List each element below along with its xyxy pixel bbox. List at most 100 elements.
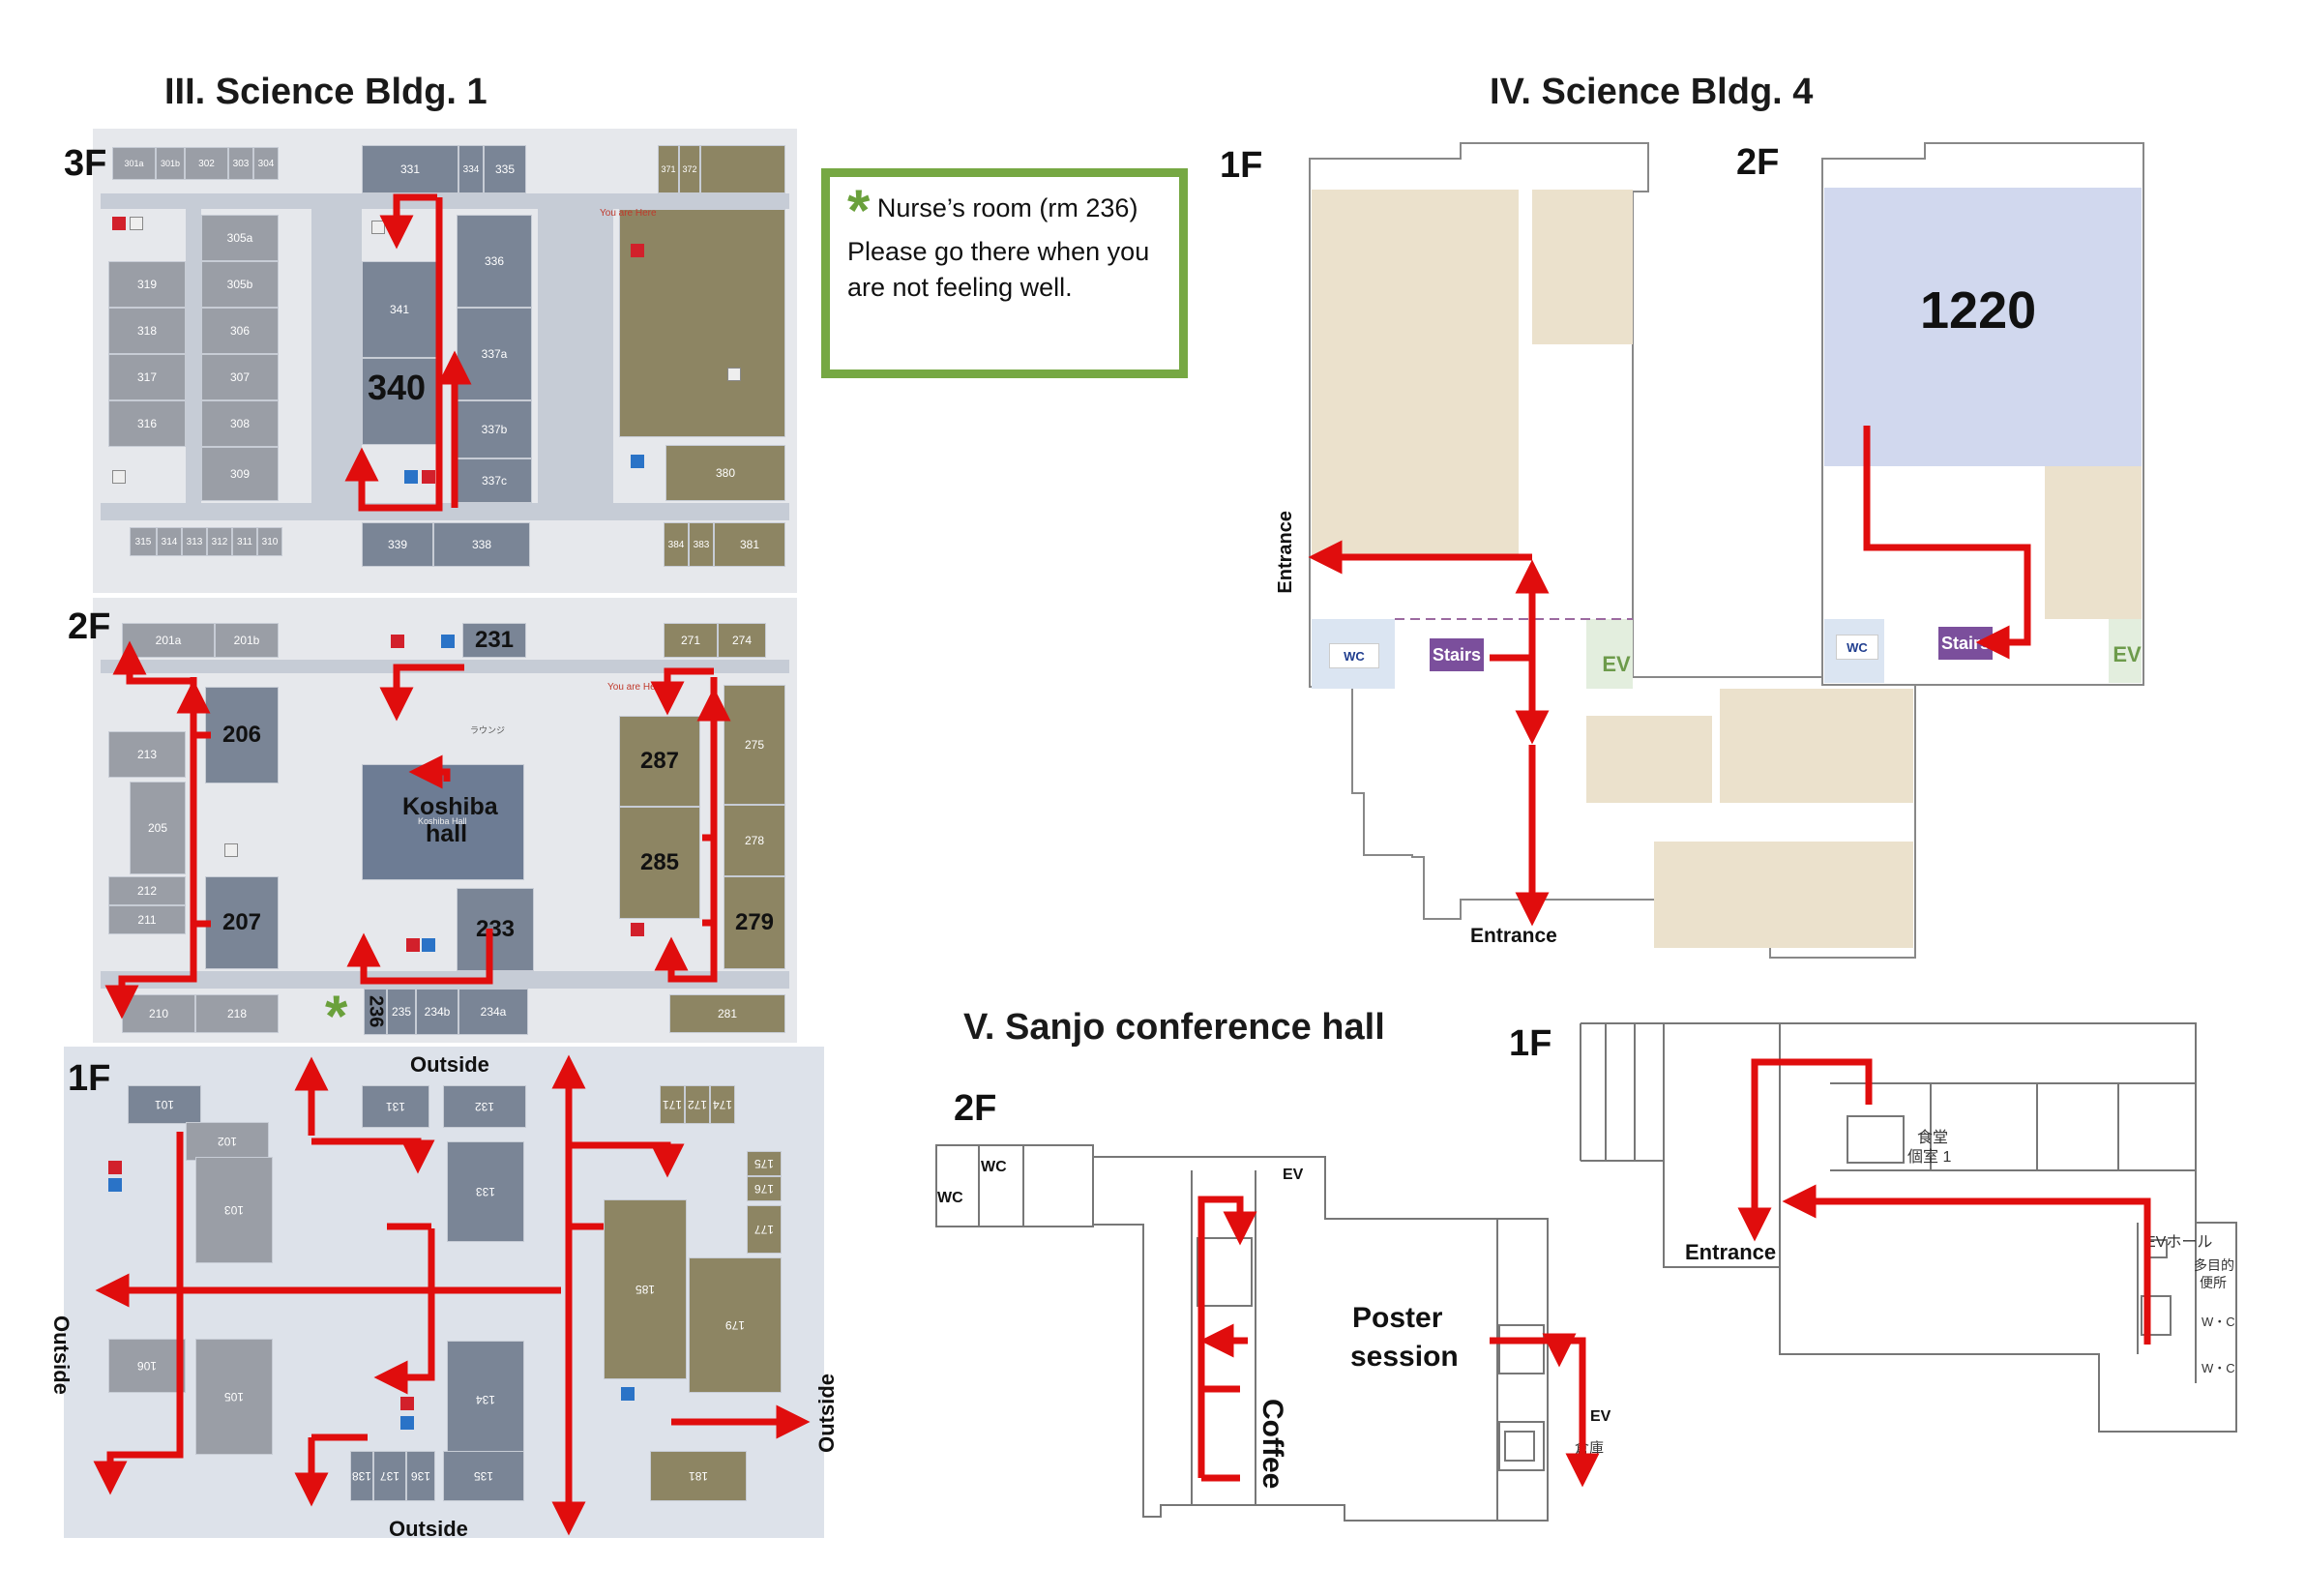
s4-2f-outline — [1821, 142, 2144, 686]
room-133: 133 — [447, 1141, 524, 1242]
restroom-icon — [631, 923, 644, 936]
room-337b: 337b — [457, 400, 532, 458]
room-304: 304 — [253, 147, 279, 180]
s4-1f-floor-label: 1F — [1220, 145, 1263, 186]
sanjo-1f-floor-label: 1F — [1509, 1023, 1552, 1064]
s4-1f-ev-sign: EV — [1602, 652, 1631, 676]
room-316: 316 — [108, 400, 186, 447]
room-181: 181 — [650, 1451, 747, 1501]
restroom-icon — [400, 1416, 414, 1430]
sanjo-2f-ev2: EV — [1590, 1408, 1611, 1425]
room-137: 137 — [373, 1451, 406, 1501]
room-371: 371 — [658, 145, 679, 193]
room-206: 206 — [205, 687, 279, 783]
room-201a: 201a — [122, 623, 215, 658]
nurse-room-label: Nurse’s room (rm 236) — [876, 193, 1138, 222]
multi-toilet-line1: 多目的 — [2194, 1257, 2234, 1273]
restroom-icon — [400, 1397, 414, 1410]
room-318: 318 — [108, 308, 186, 354]
room-176: 176 — [747, 1176, 782, 1201]
sanjo-1f-entrance: Entrance — [1685, 1240, 1777, 1264]
outside-left-label: Outside — [49, 1315, 74, 1395]
room-305a: 305a — [201, 215, 279, 261]
room-134: 134 — [447, 1341, 524, 1459]
nurse-room-info-box: * Nurse’s room (rm 236) Please go there … — [821, 168, 1188, 378]
room-131: 131 — [362, 1085, 429, 1128]
sanjo-hall-title: V. Sanjo conference hall — [963, 1007, 1385, 1048]
room-311: 311 — [232, 527, 257, 556]
room-201b: 201b — [215, 623, 279, 658]
s4-2f-stairs-sign: Stairs — [1938, 627, 1993, 660]
stairs-icon — [371, 221, 385, 234]
room-171: 171 — [660, 1085, 685, 1124]
room-278: 278 — [724, 805, 785, 876]
room-234a: 234a — [458, 989, 528, 1035]
room-132: 132 — [443, 1085, 526, 1128]
nurse-star-marker: * — [847, 178, 871, 243]
sanjo-2f-wc1: WC — [981, 1159, 1007, 1175]
room-275: 275 — [724, 685, 785, 805]
room-236: 236 — [364, 989, 387, 1035]
room-305b: 305b — [201, 261, 279, 308]
room-271: 271 — [664, 623, 718, 658]
room-102: 102 — [186, 1122, 269, 1161]
room-317: 317 — [108, 354, 186, 400]
s4-1f-wc-sign: WC — [1329, 643, 1379, 668]
room-334: 334 — [458, 145, 484, 193]
room-179: 179 — [689, 1257, 782, 1393]
room-340-label: 340 — [368, 368, 427, 407]
room-384: 384 — [664, 522, 689, 567]
poster-session-line2: session — [1350, 1341, 1459, 1373]
sanjo-1f-outline — [1580, 1022, 2237, 1433]
room-231: 231 — [462, 623, 526, 658]
room-312: 312 — [207, 527, 232, 556]
s4-1f-entrance-left: Entrance — [1275, 511, 1296, 594]
restroom-icon — [621, 1387, 635, 1401]
room-235: 235 — [387, 989, 416, 1035]
outside-bottom-label: Outside — [389, 1517, 468, 1541]
room-274: 274 — [718, 623, 766, 658]
room-380: 380 — [665, 445, 785, 501]
restroom-icon — [112, 217, 126, 230]
restroom-icon — [406, 938, 420, 952]
restroom-icon — [631, 244, 644, 257]
koshiba-hall-label-line2: hall — [426, 820, 468, 847]
restroom-icon — [422, 470, 435, 484]
room-310: 310 — [257, 527, 282, 556]
room-210: 210 — [122, 994, 195, 1033]
s4-2f-wc-sign: WC — [1836, 635, 1878, 660]
nurse-room-star: * — [325, 984, 348, 1049]
room-306: 306 — [201, 308, 279, 354]
room-337a: 337a — [457, 308, 532, 400]
room-372: 372 — [679, 145, 700, 193]
restroom-icon — [391, 635, 404, 648]
room-105: 105 — [195, 1339, 273, 1455]
ev-hall-label: EVホール — [2145, 1234, 2213, 1251]
stairs-icon — [112, 470, 126, 484]
room-138: 138 — [350, 1451, 373, 1501]
room-212: 212 — [108, 876, 186, 905]
room-338: 338 — [433, 522, 530, 567]
restroom-icon — [108, 1161, 122, 1174]
science-bldg1-title: III. Science Bldg. 1 — [164, 72, 488, 112]
cafeteria-label-line2: 個室 1 — [1907, 1149, 1952, 1166]
room-211: 211 — [108, 905, 186, 934]
sanjo-1f-wc2: W・C — [2202, 1361, 2235, 1375]
room-381: 381 — [714, 522, 785, 567]
room-174: 174 — [710, 1085, 735, 1124]
room-335: 335 — [484, 145, 526, 193]
sanjo-2f-floor-label: 2F — [954, 1088, 997, 1129]
room-213: 213 — [108, 731, 186, 778]
room-177: 177 — [747, 1205, 782, 1254]
room-303: 303 — [228, 147, 253, 180]
room-308: 308 — [201, 400, 279, 447]
s4-1f-outline — [1309, 142, 1916, 959]
restroom-icon — [404, 470, 418, 484]
s1-2f-you-are-here: You are Here — [607, 682, 665, 693]
s4-2f-floor-label: 2F — [1736, 142, 1780, 183]
s1-1f-floor-label: 1F — [68, 1058, 111, 1099]
room-336: 336 — [457, 215, 532, 308]
room-233: 233 — [457, 888, 534, 971]
outside-right-label: Outside — [814, 1374, 839, 1453]
room-103: 103 — [195, 1157, 273, 1263]
